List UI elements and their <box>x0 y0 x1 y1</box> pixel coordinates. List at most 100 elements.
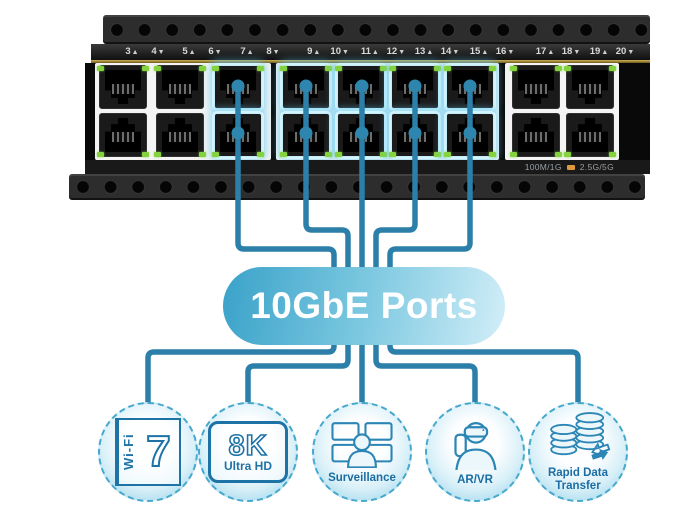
green-led-icon <box>325 152 332 157</box>
rj45-port-8 <box>214 113 262 157</box>
port-column-15-16-10gbe <box>444 64 496 159</box>
8k-text: 8K <box>228 429 268 462</box>
rapid-data-transfer-label: Rapid Data Transfer <box>548 467 608 493</box>
rj45-port-12 <box>337 113 385 157</box>
legend-speed1-label: 100M/1G <box>524 162 562 172</box>
rj45-port-19 <box>566 65 614 109</box>
surveillance-icon <box>331 421 393 468</box>
speed-legend: 100M/1G 2.5G/5G <box>85 160 650 174</box>
green-led-icon <box>199 152 206 157</box>
rj45-port-17 <box>512 65 560 109</box>
10gbe-ports-callout: 10GbE Ports <box>223 267 505 345</box>
port-labels-13-14: 13▲14▼ <box>414 46 460 57</box>
feature-wifi7: Wi-Fi 7 <box>98 402 198 502</box>
green-led-icon <box>257 152 264 157</box>
feature-8k-ultra-hd: 8K Ultra HD <box>198 402 298 502</box>
green-led-icon <box>555 152 562 157</box>
port-labels-5-6: 5▲6▼ <box>182 46 222 57</box>
port-column-3-4 <box>97 64 149 159</box>
wifi7-side-text: Wi-Fi <box>117 420 138 484</box>
green-led-icon <box>280 66 287 71</box>
green-led-icon <box>555 66 562 71</box>
feature-surveillance: Surveillance <box>312 402 412 502</box>
green-led-icon <box>212 66 219 71</box>
legend-speed2-label: 2.5G/5G <box>579 162 614 172</box>
green-led-icon <box>564 66 571 71</box>
rj45-port-11 <box>337 65 385 109</box>
rj45-port-13 <box>391 65 439 109</box>
port-labels-7-8: 7▲8▼ <box>240 46 280 57</box>
callout-label: 10GbE Ports <box>250 285 478 326</box>
rj45-port-7 <box>214 65 262 109</box>
port-column-19-20 <box>564 64 616 159</box>
green-led-icon <box>609 152 616 157</box>
arvr-icon <box>454 421 497 470</box>
branch-line-rapid <box>387 342 581 408</box>
rapid-label-line2: Transfer <box>555 480 601 492</box>
rj45-port-15 <box>446 65 494 109</box>
8k-logo-icon: 8K Ultra HD <box>208 421 288 483</box>
green-led-icon <box>444 66 451 71</box>
port-column-13-14-10gbe <box>389 64 441 159</box>
port-column-11-12-10gbe <box>335 64 387 159</box>
port-labels-19-20: 19▲20▼ <box>589 46 635 57</box>
rj45-port-14 <box>391 113 439 157</box>
port-column-17-18 <box>510 64 562 159</box>
switch-top-vents <box>103 15 650 44</box>
data-transfer-icon <box>550 412 611 461</box>
green-led-icon <box>489 152 496 157</box>
port-column-9-10-10gbe <box>280 64 332 159</box>
green-led-icon <box>434 152 441 157</box>
port-labels-9-10: 9▲10▼ <box>307 46 349 57</box>
rj45-port-9 <box>282 65 330 109</box>
green-led-icon <box>325 66 332 71</box>
green-led-icon <box>434 66 441 71</box>
green-led-icon <box>280 152 287 157</box>
green-led-icon <box>199 66 206 71</box>
arvr-label: AR/VR <box>457 473 493 486</box>
port-panel <box>85 63 650 160</box>
green-led-icon <box>489 66 496 71</box>
green-led-icon <box>389 66 396 71</box>
green-led-icon <box>510 152 517 157</box>
orange-led-icon <box>566 164 575 170</box>
port-column-5-6 <box>154 64 206 159</box>
branch-line-wifi7 <box>145 342 337 408</box>
green-led-icon <box>335 152 342 157</box>
green-led-icon <box>257 66 264 71</box>
rj45-port-16 <box>446 113 494 157</box>
green-led-icon <box>564 152 571 157</box>
green-led-icon <box>154 152 161 157</box>
green-led-icon <box>609 66 616 71</box>
green-led-icon <box>142 66 149 71</box>
wifi7-logo-icon: Wi-Fi 7 <box>115 418 181 486</box>
green-led-icon <box>97 66 104 71</box>
network-switch: 3▲4▼5▲6▼7▲8▼9▲10▼11▲12▼13▲14▼15▲16▼17▲18… <box>69 15 650 200</box>
rj45-port-6 <box>156 113 204 157</box>
feature-rapid-data-transfer: Rapid Data Transfer <box>528 402 628 502</box>
green-led-icon <box>380 66 387 71</box>
port-labels-17-18: 17▲18▼ <box>535 46 581 57</box>
green-led-icon <box>389 152 396 157</box>
green-led-icon <box>212 152 219 157</box>
green-led-icon <box>380 152 387 157</box>
green-led-icon <box>154 66 161 71</box>
rj45-port-18 <box>512 113 560 157</box>
rapid-label-line1: Rapid Data <box>547 467 609 480</box>
rj45-port-10 <box>282 113 330 157</box>
feature-arvr: AR/VR <box>425 402 525 502</box>
green-led-icon <box>444 152 451 157</box>
branch-line-8k <box>245 342 351 408</box>
rj45-port-3 <box>99 65 147 109</box>
rj45-port-20 <box>566 113 614 157</box>
rj45-port-5 <box>156 65 204 109</box>
gold-divider <box>91 60 650 63</box>
green-led-icon <box>142 152 149 157</box>
wifi7-number: 7 <box>145 426 171 477</box>
green-led-icon <box>335 66 342 71</box>
rj45-port-4 <box>99 113 147 157</box>
port-labels-15-16: 15▲16▼ <box>469 46 515 57</box>
surveillance-label: Surveillance <box>328 471 396 484</box>
port-labels-3-4: 3▲4▼ <box>125 46 165 57</box>
